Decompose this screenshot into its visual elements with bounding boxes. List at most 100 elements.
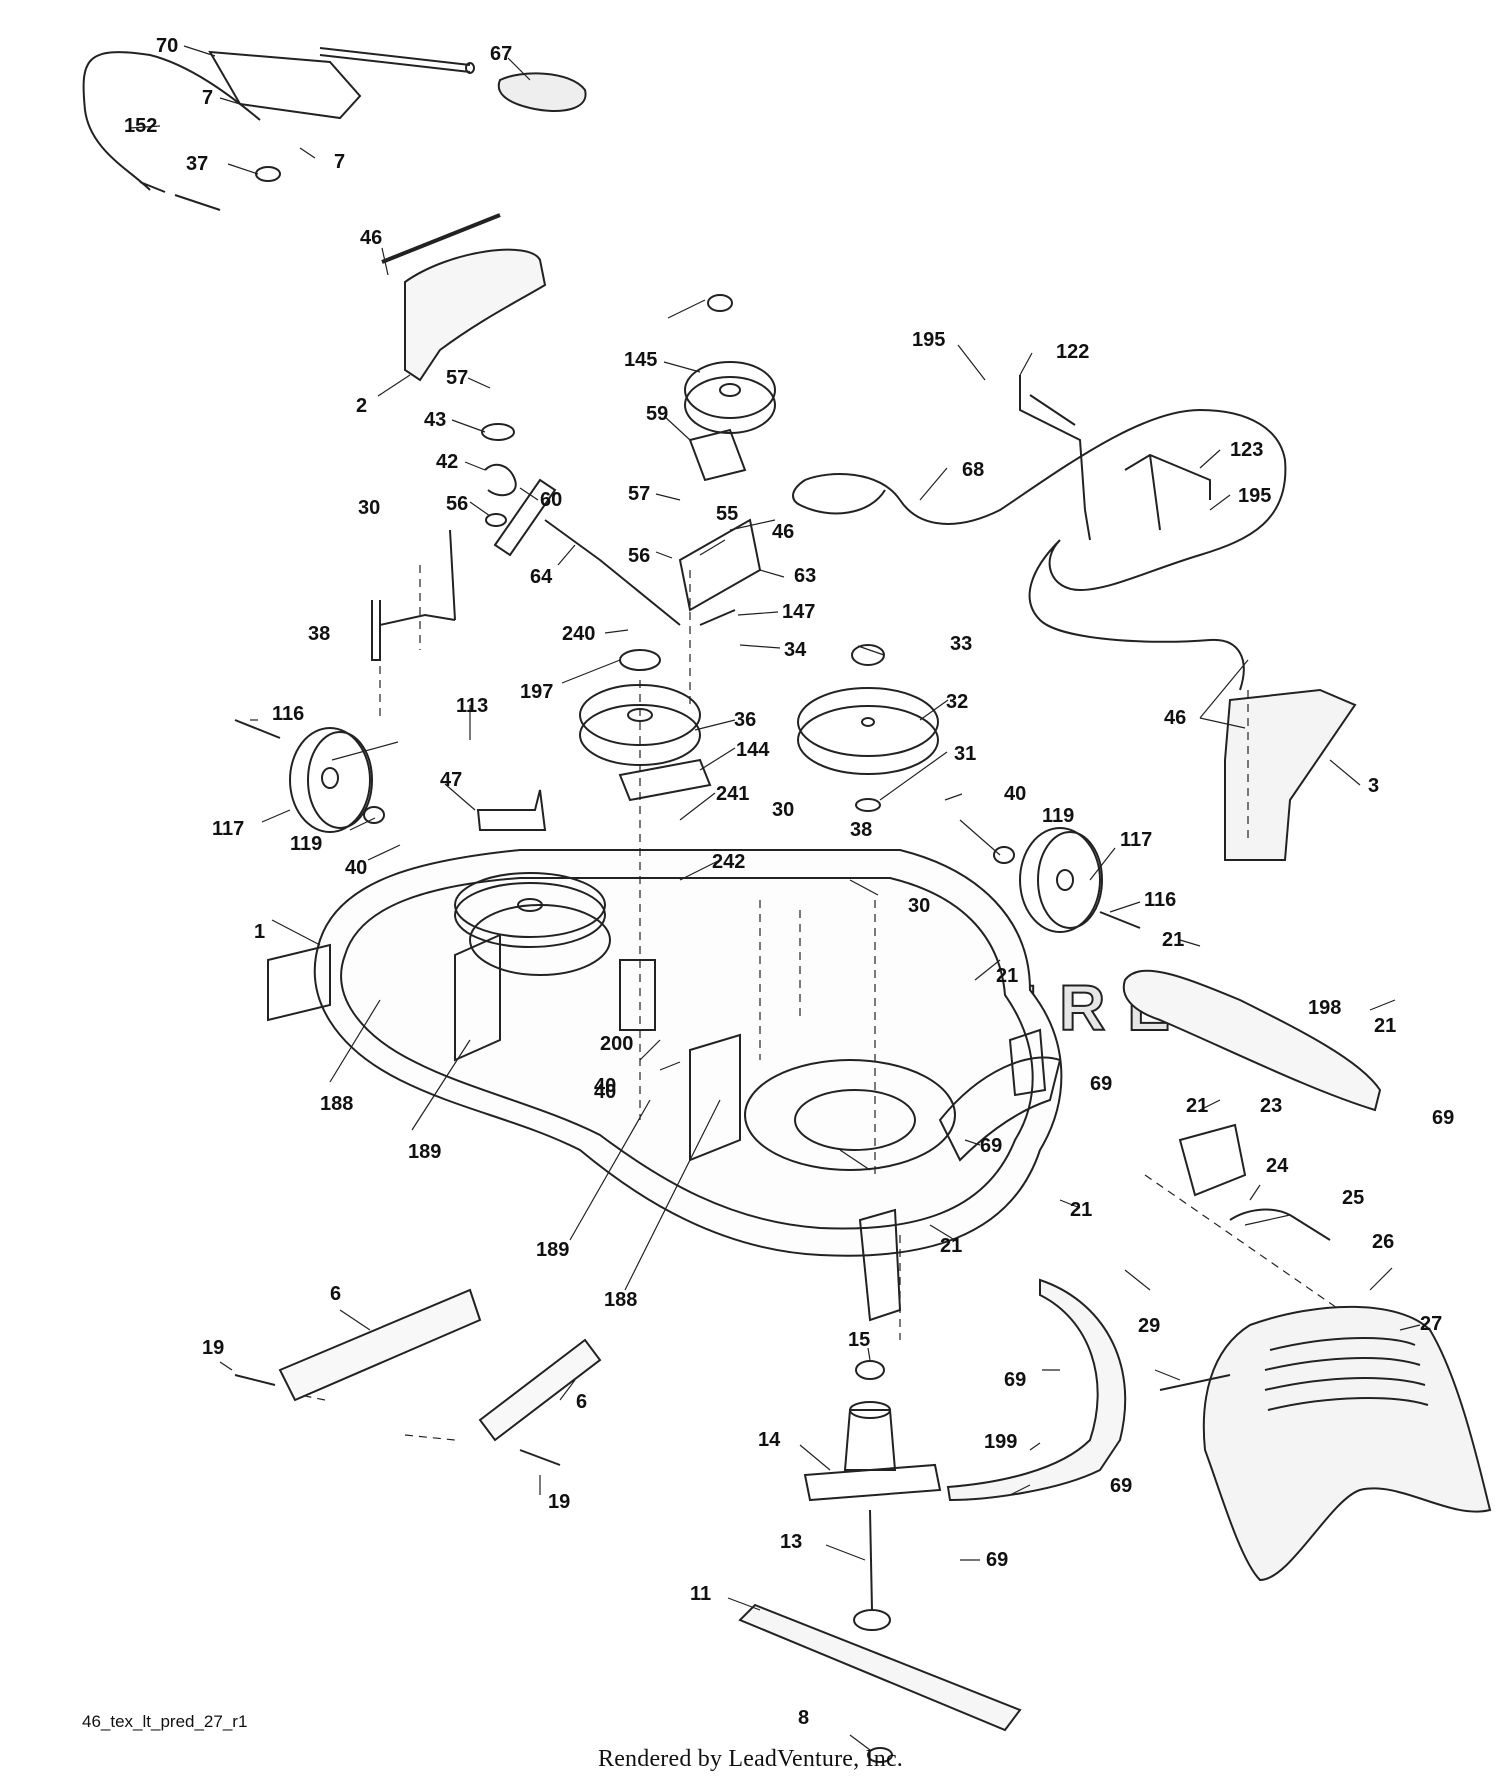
deck-hanger-38-left bbox=[371, 529, 456, 661]
spindle-shaft-13 bbox=[869, 1509, 873, 1611]
part-label: 30 bbox=[772, 799, 794, 821]
cable-end-fitting bbox=[139, 181, 166, 193]
washer-56 bbox=[485, 513, 507, 527]
right-blade-opening bbox=[744, 1059, 956, 1171]
part-label: 40 bbox=[345, 857, 367, 879]
bracket-47 bbox=[476, 789, 547, 831]
part-label: 56 bbox=[446, 493, 468, 515]
bracket-144 bbox=[618, 758, 712, 802]
part-label: 25 bbox=[1342, 1187, 1364, 1209]
part-label: 200 bbox=[600, 1033, 633, 1055]
part-label: 69 bbox=[980, 1135, 1002, 1157]
part-label: 11 bbox=[690, 1583, 711, 1605]
part-label: 117 bbox=[1120, 829, 1152, 851]
part-label: 21 bbox=[1162, 929, 1184, 951]
part-label: 147 bbox=[782, 601, 815, 623]
part-label: 189 bbox=[408, 1141, 441, 1163]
nut-33 bbox=[851, 644, 885, 666]
pulley-32 bbox=[797, 705, 939, 775]
part-label: 242 bbox=[712, 851, 745, 873]
part-label: 21 bbox=[1374, 1015, 1396, 1037]
part-label: 119 bbox=[290, 833, 322, 855]
leader-lines bbox=[129, 45, 1421, 1751]
bracket-6-left bbox=[278, 1288, 482, 1402]
washer-119-right bbox=[993, 846, 1015, 864]
nut-40-top bbox=[707, 294, 733, 312]
part-label: 117 bbox=[212, 818, 244, 840]
bolt-19-right bbox=[519, 1449, 561, 1466]
part-label: 3 bbox=[1368, 775, 1379, 797]
part-label: 40 bbox=[594, 1081, 616, 1103]
part-label: 69 bbox=[1090, 1073, 1112, 1095]
washer-119-left bbox=[363, 806, 385, 824]
part-label: 21 bbox=[1070, 1199, 1092, 1221]
wheel-117-left-face bbox=[307, 731, 373, 829]
part-label: 47 bbox=[440, 769, 462, 791]
idler-arm-60 bbox=[493, 478, 557, 557]
deck-pulley bbox=[454, 882, 606, 948]
bolt-19-left bbox=[234, 1374, 276, 1386]
part-label: 195 bbox=[912, 329, 945, 351]
part-label: 34 bbox=[784, 639, 807, 661]
part-label: 6 bbox=[330, 1283, 341, 1305]
part-label: 60 bbox=[540, 489, 562, 511]
part-label: 195 bbox=[1238, 485, 1271, 507]
hinge-bracket-23 bbox=[1178, 1123, 1247, 1197]
part-label: 13 bbox=[780, 1531, 802, 1553]
part-label: 2 bbox=[356, 395, 367, 417]
spindle-housing-top bbox=[849, 1401, 891, 1419]
part-label: 116 bbox=[272, 703, 304, 725]
deck-pulley-rim bbox=[454, 872, 606, 938]
part-label: 113 bbox=[456, 695, 488, 717]
part-label: 23 bbox=[1260, 1095, 1282, 1117]
bolt-116-left bbox=[234, 719, 281, 739]
part-label: 123 bbox=[1230, 439, 1263, 461]
wheel-117-left-hub bbox=[321, 767, 339, 789]
part-label: 32 bbox=[946, 691, 968, 713]
part-label: 43 bbox=[424, 409, 446, 431]
part-label: 40 bbox=[1004, 783, 1026, 805]
part-label: 40 bbox=[594, 1075, 616, 1097]
part-label: 21 bbox=[996, 965, 1018, 987]
right-deck-bracket bbox=[1008, 1028, 1047, 1097]
discharge-chute-27 bbox=[1202, 1305, 1492, 1582]
right-blade-opening-inner bbox=[794, 1089, 916, 1151]
part-label: 31 bbox=[954, 743, 976, 765]
part-label: 63 bbox=[794, 565, 816, 587]
part-label: 152 bbox=[124, 115, 157, 137]
rod-29 bbox=[1159, 1374, 1231, 1391]
baffle-198 bbox=[1122, 969, 1382, 1112]
baffle-199 bbox=[946, 1278, 1127, 1502]
pulley-145-hub bbox=[719, 383, 741, 397]
part-label: 21 bbox=[940, 1235, 962, 1257]
part-label: 27 bbox=[1420, 1313, 1442, 1335]
bolt-116-right bbox=[1099, 911, 1141, 929]
part-label: 30 bbox=[358, 497, 380, 519]
part-label: 38 bbox=[308, 623, 330, 645]
lift-rod-end bbox=[465, 62, 475, 74]
part-label: 145 bbox=[624, 349, 657, 371]
spring-147 bbox=[699, 609, 736, 626]
part-label: 37 bbox=[186, 153, 208, 175]
left-blade-opening bbox=[469, 904, 611, 976]
rear-bracket-plate bbox=[689, 1033, 741, 1162]
spindle-housing-14 bbox=[843, 1409, 897, 1471]
idler-bracket-plate bbox=[454, 933, 501, 1062]
part-label: 8 bbox=[798, 1707, 809, 1729]
part-label: 1 bbox=[254, 921, 265, 943]
part-label: 46 bbox=[360, 227, 382, 249]
pulley-145 bbox=[684, 376, 776, 434]
part-label: 64 bbox=[530, 566, 553, 588]
idler-bracket-63 bbox=[678, 518, 762, 612]
part-label: 56 bbox=[628, 545, 650, 567]
part-label: 33 bbox=[950, 633, 972, 655]
washer-197 bbox=[619, 649, 661, 671]
spindle-bearing bbox=[853, 1609, 891, 1631]
part-label: 119 bbox=[1042, 805, 1074, 827]
part-label: 14 bbox=[758, 1429, 781, 1451]
bracket-6-right bbox=[478, 1338, 602, 1442]
deck-pulley-hub bbox=[517, 898, 543, 912]
chute-ribs bbox=[1264, 1337, 1429, 1411]
